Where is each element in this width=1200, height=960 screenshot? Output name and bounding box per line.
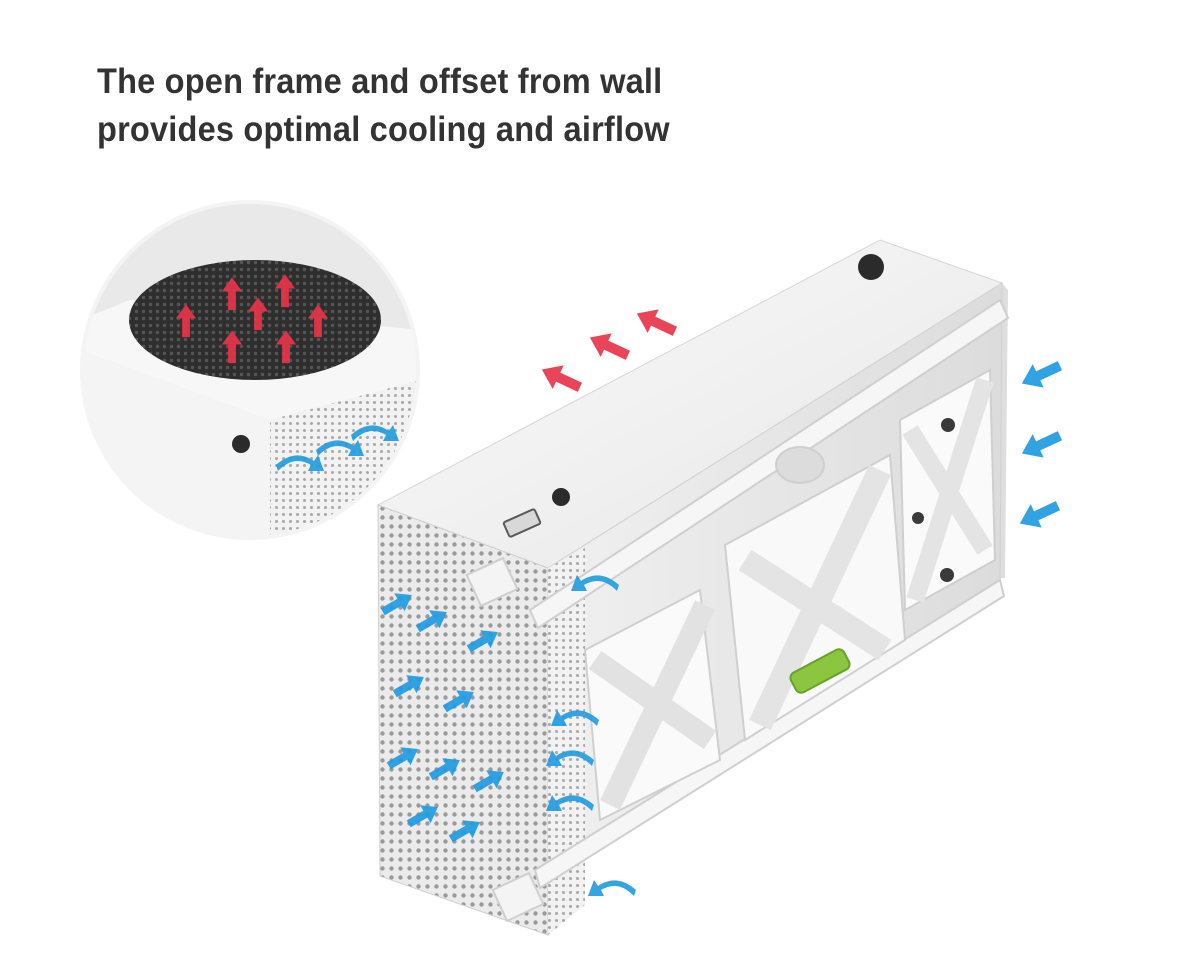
- console-vent-face: [377, 504, 549, 936]
- cool-air-arrow-icon: [442, 690, 474, 713]
- cool-air-arrow-icon: [466, 630, 498, 653]
- headline-line-2: provides optimal cooling and airflow: [97, 110, 670, 149]
- hot-air-arrow-icon: [636, 309, 678, 336]
- top-pin: [858, 254, 884, 280]
- hot-air-arrow-icon: [541, 365, 583, 392]
- cool-air-arrow-icon: [351, 425, 399, 441]
- cool-air-arrow-icon: [415, 610, 447, 633]
- cool-air-arrow-icon: [551, 710, 599, 726]
- hot-air-arrow-icon: [589, 333, 631, 360]
- hot-air-arrow-icon: [221, 330, 243, 364]
- hot-air-arrow-icon: [221, 277, 243, 311]
- cool-air-arrow-icon: [588, 880, 636, 896]
- hot-air-arrow-icon: [274, 274, 296, 308]
- cool-air-arrow-icon: [276, 455, 324, 471]
- cool-air-arrow-icon: [386, 747, 418, 770]
- power-button: [552, 488, 570, 506]
- hot-air-arrow-icon: [307, 304, 329, 338]
- mount-knob: [775, 446, 825, 484]
- detail-button: [232, 435, 250, 453]
- cool-air-arrow-icon: [428, 758, 460, 781]
- cool-air-arrow-icon: [316, 440, 364, 456]
- cool-air-arrow-icon: [1021, 361, 1063, 388]
- cool-air-arrow-icon: [1021, 431, 1063, 458]
- hot-air-arrow-icon: [247, 297, 269, 331]
- cool-air-arrow-icon: [472, 770, 504, 793]
- hot-air-arrow-icon: [275, 330, 297, 364]
- cool-air-arrow-icon: [448, 820, 480, 843]
- hot-air-arrow-icon: [175, 304, 197, 338]
- headline: The open frame and offset from wall prov…: [97, 58, 674, 154]
- wall-mount-frame: [465, 298, 1010, 923]
- bubble-level: [789, 648, 851, 694]
- cool-air-arrow-icon: [1019, 501, 1061, 528]
- cool-air-arrow-icon: [392, 675, 424, 698]
- cool-air-arrow-icon: [546, 750, 594, 766]
- cool-air-arrow-icon: [571, 575, 619, 591]
- cool-air-arrow-icon: [546, 795, 594, 811]
- zoom-detail: [80, 200, 420, 540]
- cool-air-arrow-icon: [406, 805, 438, 828]
- cool-air-arrow-icon: [380, 593, 412, 616]
- headline-line-1: The open frame and offset from wall: [97, 62, 663, 101]
- usb-port: [502, 508, 542, 538]
